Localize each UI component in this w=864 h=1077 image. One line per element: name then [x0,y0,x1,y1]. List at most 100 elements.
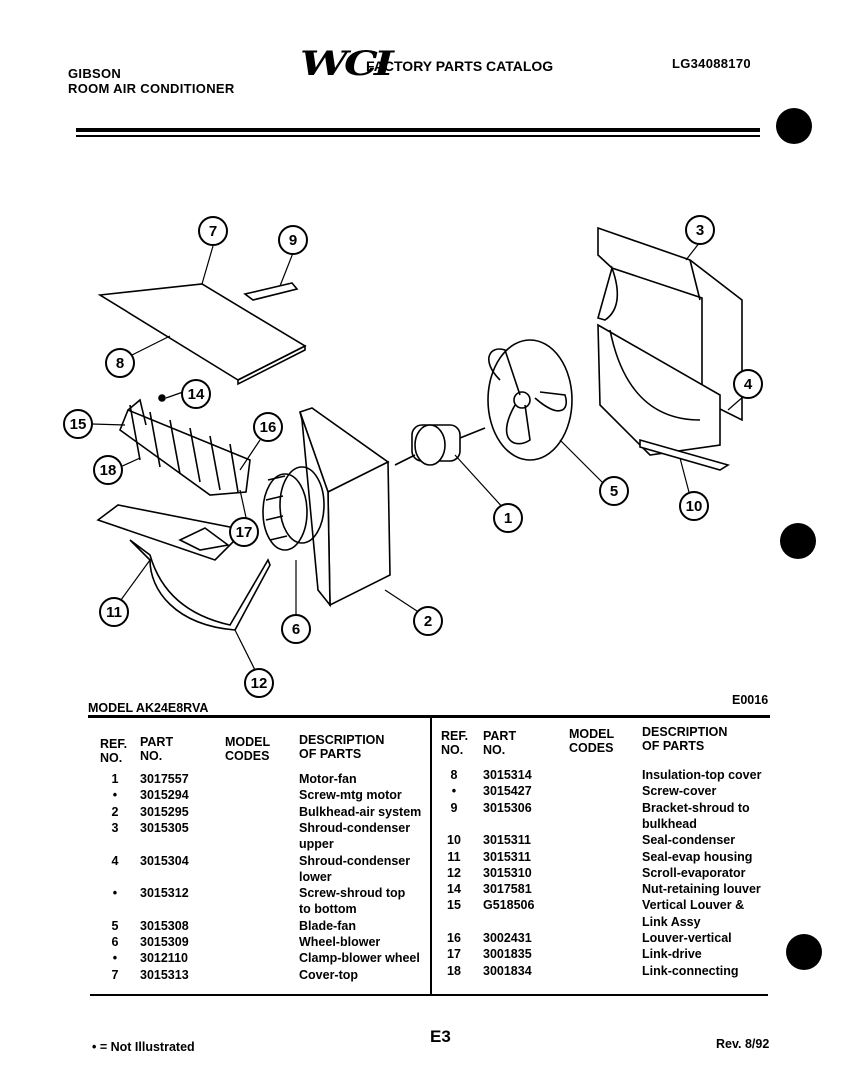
catalog-title: FACTORY PARTS CATALOG [366,58,554,74]
ref-number: 16 [447,931,461,945]
part-description: Bulkhead-air system [299,804,422,819]
table-bottom-rule [90,994,768,996]
callout-11: 11 [106,604,122,621]
left-header-ref: REF.NO. [100,737,128,765]
part-number: 3001835 [483,947,532,962]
header-rule-bottom [76,135,760,137]
part-description: Insulation-top cover [642,768,762,782]
ref-number: • [112,951,118,966]
part-description: Screw-shroud top [299,886,406,901]
part-description: Screw-mtg motor [299,788,402,803]
wci-logo: WCI [300,44,394,84]
part-description: Seal-evap housing [642,849,753,864]
part-description: Wheel-blower [299,935,381,949]
part-description: Link Assy [642,914,701,929]
part-number: 3012110 [140,951,188,966]
ref-number: 11 [447,849,461,864]
part-number: 3015314 [483,768,532,782]
catalog-number: LG34088170 [672,56,751,71]
part-seal [639,438,730,471]
ref-number: 17 [447,947,461,962]
callout-17: 17 [236,524,253,541]
part-number: 3015311 [483,833,531,848]
ref-number: 7 [111,967,119,982]
part-number: 3017557 [140,772,189,786]
part-description: Bracket-shroud to [642,800,750,815]
punch-hole-bottom [786,934,822,970]
part-number: 3015310 [483,865,532,880]
part-number: 3015313 [140,967,189,982]
part-bracket [243,282,299,301]
ref-number: 14 [447,882,461,897]
callout-18: 18 [100,462,117,479]
part-number: 3015305 [140,820,189,835]
part-number: 3001834 [483,963,532,978]
part-description: Motor-fan [299,772,357,786]
part-number: 3002431 [483,931,532,945]
callout-1: 1 [504,510,512,527]
ref-number: 9 [450,800,458,815]
ref-number: • [112,886,118,901]
part-description: Cover-top [299,967,359,982]
callout-7: 7 [209,223,217,240]
callout-3: 3 [696,222,704,239]
part-evap-housing [96,504,247,561]
callout-6: 6 [292,621,300,638]
part-number: 3015295 [140,804,189,819]
callout-16: 16 [260,419,277,436]
part-number: G518506 [483,898,535,913]
ref-number: 15 [447,898,461,913]
ref-number: • [451,784,457,799]
table-top-rule [88,715,770,718]
part-description: Louver-vertical [642,931,732,945]
ref-number: 18 [447,963,461,978]
ref-number: 12 [447,865,461,880]
part-description: Scroll-evaporator [642,865,746,880]
punch-hole-middle [780,523,816,559]
part-description: to bottom [299,902,357,917]
ref-number: 10 [447,833,461,848]
part-description: Vertical Louver & [642,898,745,913]
model-label: MODEL AK24E8RVA [88,701,209,715]
part-fan-blade [487,339,573,461]
callout-4: 4 [744,376,753,393]
part-number: 3015294 [140,788,189,803]
callout-12: 12 [251,675,268,692]
callout-10: 10 [686,498,703,515]
ref-number: 8 [450,768,458,782]
not-illustrated-note: • = Not Illustrated [92,1040,195,1054]
part-description: upper [299,837,334,852]
part-number: 3015427 [483,784,532,799]
table-divider [430,718,432,994]
part-bulkhead [298,407,391,608]
ref-number: 4 [111,853,119,868]
ref-number: • [112,788,118,803]
callout-15: 15 [70,416,87,433]
part-description: Link-drive [642,947,702,962]
callout-14: 14 [188,386,205,403]
part-number: 3017581 [483,882,532,897]
part-number: 3015304 [140,853,189,868]
part-blower-wheel [262,466,325,551]
callout-2: 2 [424,613,432,630]
diagram-code: E0016 [732,693,769,707]
part-louver-assembly [119,398,251,496]
part-number: 3015312 [140,886,189,901]
part-description: lower [299,869,332,884]
part-description: Shroud-condenser [299,820,411,835]
part-number: 3015311 [483,849,531,864]
exploded-parts-diagram: 7 9 8 14 15 18 16 17 3 4 5 1 10 2 6 11 1… [63,215,763,698]
callout-9: 9 [289,232,297,249]
ref-number: 2 [111,804,119,819]
part-description: Shroud-condenser [299,853,411,868]
part-description: Screw-cover [642,784,717,799]
part-insulation-top-cover [97,283,307,386]
brand-name: GIBSON [68,66,122,81]
part-motor [394,424,486,466]
